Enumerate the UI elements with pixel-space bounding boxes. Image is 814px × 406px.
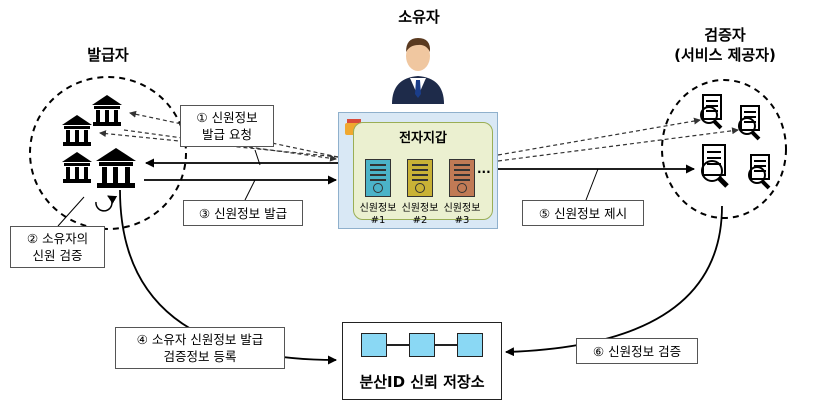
magnifier-document-icon <box>700 94 771 190</box>
registry-block-3 <box>457 333 483 357</box>
step-5-label: ⑤ 신원정보 제시 <box>522 200 644 226</box>
credential-label-2: 신원정보#2 <box>401 203 439 226</box>
wallet-inner: 전자지갑 ··· 신원정보#1 신원정보#2 신원정보#3 <box>353 122 493 226</box>
self-verify-loop <box>95 195 118 212</box>
chain-link <box>435 344 457 346</box>
verifier-circle <box>661 79 787 219</box>
registry-box: 분산ID 신뢰 저장소 <box>342 322 502 400</box>
more-indicator: ··· <box>477 165 491 179</box>
step-6-label: ⑥ 신원정보 검증 <box>576 338 698 364</box>
present-dashed-arrow-1 <box>497 117 701 156</box>
wallet-title: 전자지갑 <box>399 131 447 146</box>
credential-card-1[interactable] <box>365 159 391 197</box>
verifier-label-line1: 검증자 <box>704 26 746 44</box>
verifier-label-line2: (서비스 제공자) <box>674 46 776 64</box>
verify-arrow <box>505 205 723 357</box>
registry-block-1 <box>361 333 387 357</box>
wallet-panel: 전자지갑 ··· 신원정보#1 신원정보#2 신원정보#3 <box>338 112 498 229</box>
chain-link <box>387 344 409 346</box>
credential-label-3: 신원정보#3 <box>443 203 481 226</box>
present-dashed-arrow-2 <box>497 127 739 162</box>
credential-card-2[interactable] <box>407 159 433 197</box>
credential-label-1: 신원정보#1 <box>359 203 397 226</box>
seal-icon <box>457 183 467 193</box>
issuer-label: 발급자 <box>87 46 129 64</box>
registry-block-2 <box>409 333 435 357</box>
credential-card-3[interactable] <box>449 159 475 197</box>
owner-label: 소유자 <box>398 8 440 26</box>
person-avatar-icon <box>392 38 444 104</box>
verifier-label: 검증자 (서비스 제공자) <box>660 25 790 65</box>
registry-label: 분산ID 신뢰 저장소 <box>359 373 485 391</box>
step-3-label: ③ 신원정보 발급 <box>183 200 303 226</box>
bank-building-icon <box>62 95 136 188</box>
issuer-circle <box>29 76 187 230</box>
seal-icon <box>415 183 425 193</box>
seal-icon <box>373 183 383 193</box>
